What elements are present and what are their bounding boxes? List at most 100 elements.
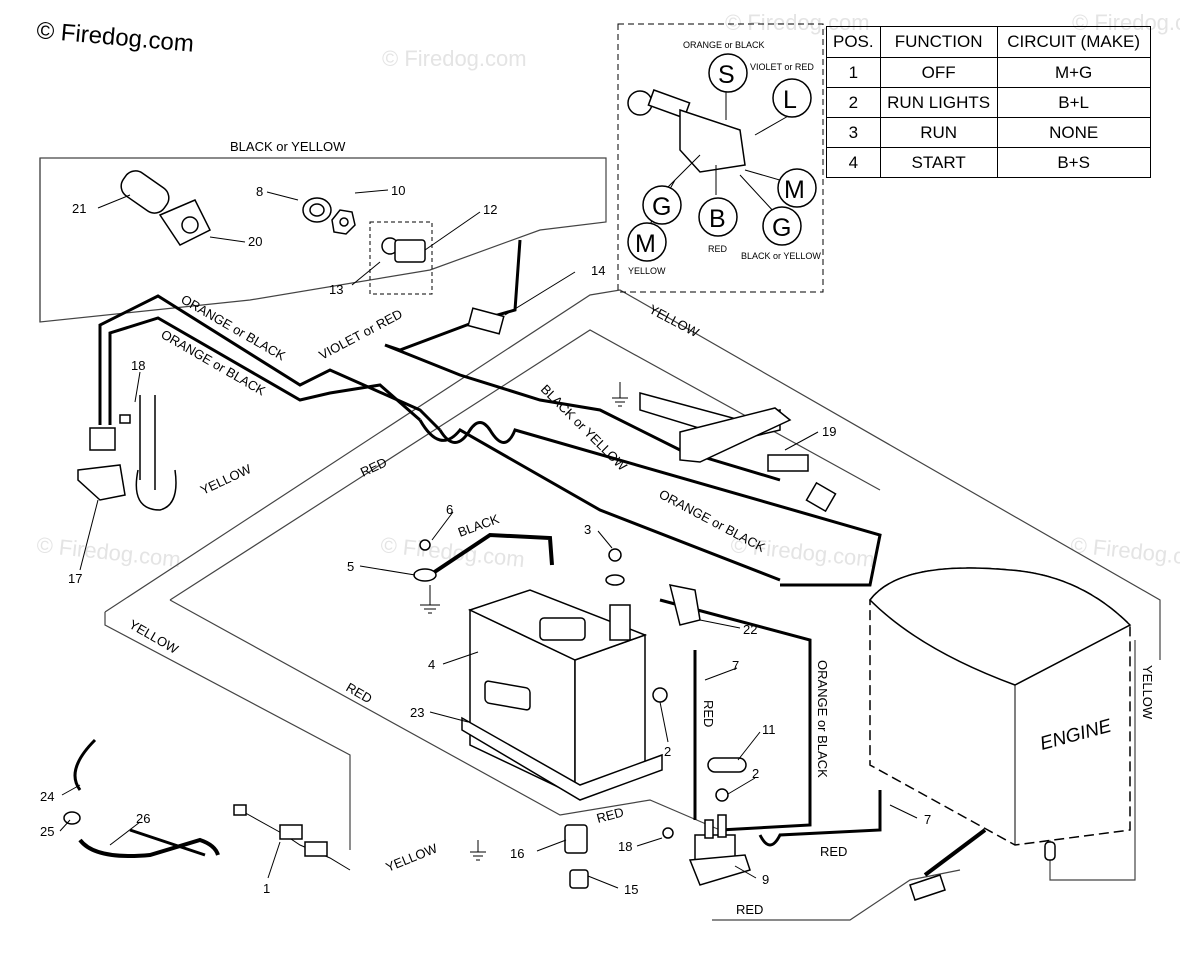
leader-lines [59,189,918,889]
part-number-4: 4 [428,657,435,672]
cables-24-25-26 [63,738,220,858]
part-number-1: 1 [263,881,270,896]
function-cell: OFF [879,57,998,88]
terminal-l: L [783,86,797,114]
boots-15-16 [564,824,589,889]
wire-label-red-3: RED [595,804,625,826]
part-number-2a: 2 [664,744,671,759]
watermark-4: © Firedog.com [35,532,181,572]
switch-terminal-labels: S L G B M G M [627,53,817,262]
part-number-22: 22 [743,622,757,637]
switch-bracket-19 [639,392,837,513]
battery-cable-22 [609,584,701,641]
terminal-g2: G [772,214,791,242]
function-cell: RUN [879,117,998,148]
watermark-7: © Firedog.com [1069,532,1180,572]
part-number-15: 15 [624,882,638,897]
part-number-16: 16 [510,846,524,861]
wire-label-violet-or-red: VIOLET or RED [316,306,404,363]
seat-switch-17 [77,395,177,511]
part-number-17: 17 [68,571,82,586]
switch-position-table: POS. FUNCTION CIRCUIT (MAKE) 1 OFF M+G 2… [826,26,1151,178]
watermark-5: © Firedog.com [379,532,525,572]
table-header-row: POS. FUNCTION CIRCUIT (MAKE) [826,26,1151,58]
circuit-cell: B+S [996,147,1151,178]
part-number-9: 9 [762,872,769,887]
part-number-20: 20 [248,234,262,249]
wire-label-yellow-bottom: YELLOW [384,840,441,874]
boot-11 [707,757,747,773]
circuit-cell: M+G [996,57,1151,88]
table-row: 4 START B+S [826,147,1151,178]
wire-label-black-or-yellow-diag: BLACK or YELLOW [538,382,631,475]
table-row: 1 OFF M+G [826,57,1151,88]
part-number-2b: 2 [752,766,759,781]
pos-cell: 3 [826,117,881,148]
part-number-14: 14 [591,263,605,278]
switch-wire-l: VIOLET or RED [750,62,814,72]
header-function: FUNCTION [879,26,998,58]
part-number-24: 24 [40,789,54,804]
chassis-outline [104,289,1161,921]
switch-wire-m2: YELLOW [628,266,666,276]
battery-tray-23 [461,716,663,801]
dash-panel [39,157,607,323]
part-number-7b: 7 [924,812,931,827]
battery-4 [467,589,648,797]
part-number-21: 21 [72,201,86,216]
part-number-8: 8 [256,184,263,199]
wire-label-red-1: RED [358,455,389,480]
wire-label-orange-or-black-vertical: ORANGE or BLACK [815,660,830,778]
part-number-5: 5 [347,559,354,574]
wire-label-yellow-right: YELLOW [1140,665,1155,720]
part-number-10: 10 [391,183,405,198]
switch-wire-s: ORANGE or BLACK [683,40,765,50]
function-cell: START [879,147,998,178]
bearing-8 [302,197,332,223]
wire-label-red-4: RED [820,844,847,859]
part-number-7a: 7 [732,658,739,673]
circuit-cell: B+L [996,87,1151,118]
ground-symbols [420,382,628,861]
part-number-18b: 18 [618,839,632,854]
header-circuit: CIRCUIT (MAKE) [996,26,1151,58]
part-number-25: 25 [40,824,54,839]
terminal-m2: M [635,230,656,258]
part-number-18a: 18 [131,358,145,373]
key-switch-13 [381,237,426,263]
pos-cell: 2 [826,87,881,118]
part-numbers: 21 20 8 10 12 13 14 18 17 19 6 5 3 4 22 … [40,183,931,897]
part-number-12: 12 [483,202,497,217]
engine-block [869,567,1132,901]
copyright-text: © Firedog.com [35,17,194,58]
terminal-b: B [709,205,726,233]
switch-wire-g2: BLACK or YELLOW [741,251,821,261]
table-row: 3 RUN NONE [826,117,1151,148]
wire-label-yellow-top: YELLOW [647,301,703,340]
table-row: 2 RUN LIGHTS B+L [826,87,1151,118]
part-number-3: 3 [584,522,591,537]
connector-14 [467,307,505,335]
harness-1 [233,804,351,871]
pos-cell: 1 [826,57,881,88]
terminal-g1: G [652,193,671,221]
part-number-11: 11 [762,722,776,737]
function-cell: RUN LIGHTS [879,87,998,118]
wire-label-black-or-yellow-top: BLACK or YELLOW [230,139,346,154]
wire-label-yellow-left: YELLOW [198,461,254,498]
wire-label-red-5: RED [736,902,763,917]
wire-label-red-vertical: RED [701,700,716,727]
terminal-s: S [718,61,735,89]
pos-cell: 4 [826,147,881,178]
circuit-cell: NONE [996,117,1151,148]
part-number-23: 23 [410,705,424,720]
terminal-m1: M [784,176,805,204]
part-number-26: 26 [136,811,150,826]
header-pos: POS. [826,26,881,58]
wire-label-red-2: RED [344,680,375,707]
switch-detail-inset [617,23,824,293]
part-number-6: 6 [446,502,453,517]
watermark-1: © Firedog.com [382,46,527,71]
light-bulb-21 [120,170,212,246]
